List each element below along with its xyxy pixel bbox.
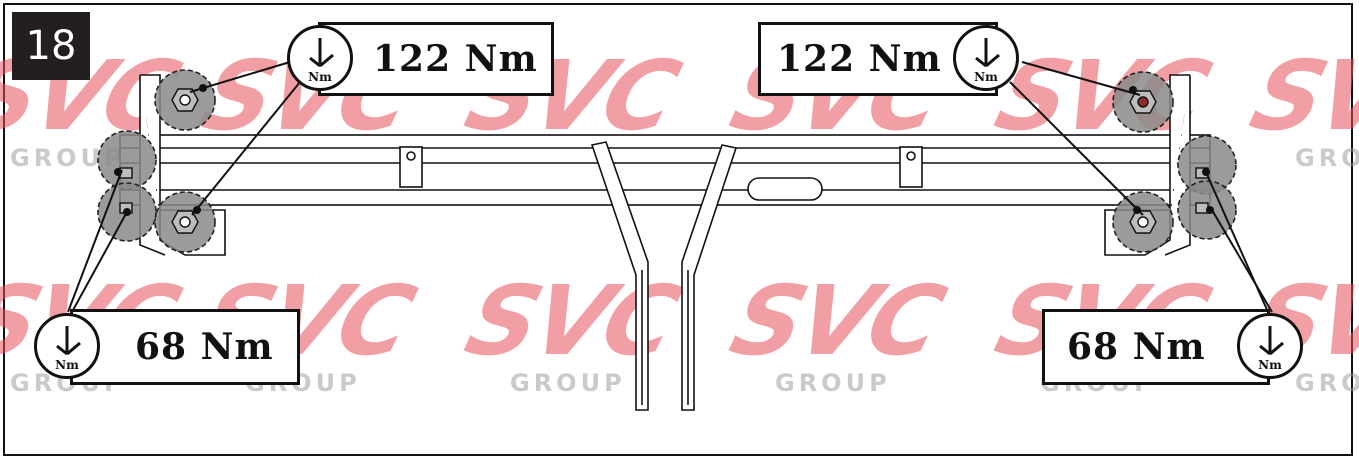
nut-hole — [1137, 96, 1149, 108]
torque-callout-bottom-right: 68 Nm — [1042, 309, 1270, 385]
leader-dot — [1206, 206, 1214, 214]
leader-dot — [199, 84, 207, 92]
leader-dot — [123, 208, 131, 216]
bar-clip — [899, 146, 923, 188]
torque-value: 68 Nm — [135, 326, 274, 368]
torque-value: 68 Nm — [1067, 326, 1206, 368]
leader-dot — [1129, 86, 1137, 94]
centre-slot — [747, 177, 823, 201]
torque-wrench-icon: Nm — [953, 25, 1019, 91]
nut-hole — [179, 216, 191, 228]
bar-clip — [399, 146, 423, 188]
torque-wrench-icon: Nm — [287, 25, 353, 91]
leader-line — [1021, 61, 1141, 96]
torque-wrench-icon: Nm — [1237, 313, 1303, 379]
torque-callout-bottom-left: 68 Nm — [70, 309, 300, 385]
clip-hole — [406, 151, 416, 161]
leader-line — [67, 169, 123, 313]
crossbar — [119, 134, 1211, 206]
leader-line — [1211, 209, 1273, 313]
torque-value: 122 Nm — [777, 38, 942, 80]
leader-line — [71, 209, 129, 313]
leader-dot — [1202, 168, 1210, 176]
torque-callout-top-left: 122 Nm — [318, 22, 554, 96]
leader-dot — [114, 168, 122, 176]
step-number-badge: 18 — [12, 12, 90, 80]
leader-line — [1009, 81, 1144, 216]
torque-wrench-icon: Nm — [34, 313, 100, 379]
bolt-highlight-side-left-top — [97, 130, 157, 190]
leader-line — [191, 81, 301, 216]
leader-dot — [1133, 206, 1141, 214]
clip-hole — [906, 151, 916, 161]
side-bolt — [1195, 202, 1209, 214]
nut-hole — [179, 94, 191, 106]
bolt-highlight-side-right-top — [1177, 135, 1237, 195]
nut-hole — [1137, 216, 1149, 228]
leader-dot — [193, 206, 201, 214]
torque-value: 122 Nm — [373, 38, 538, 80]
